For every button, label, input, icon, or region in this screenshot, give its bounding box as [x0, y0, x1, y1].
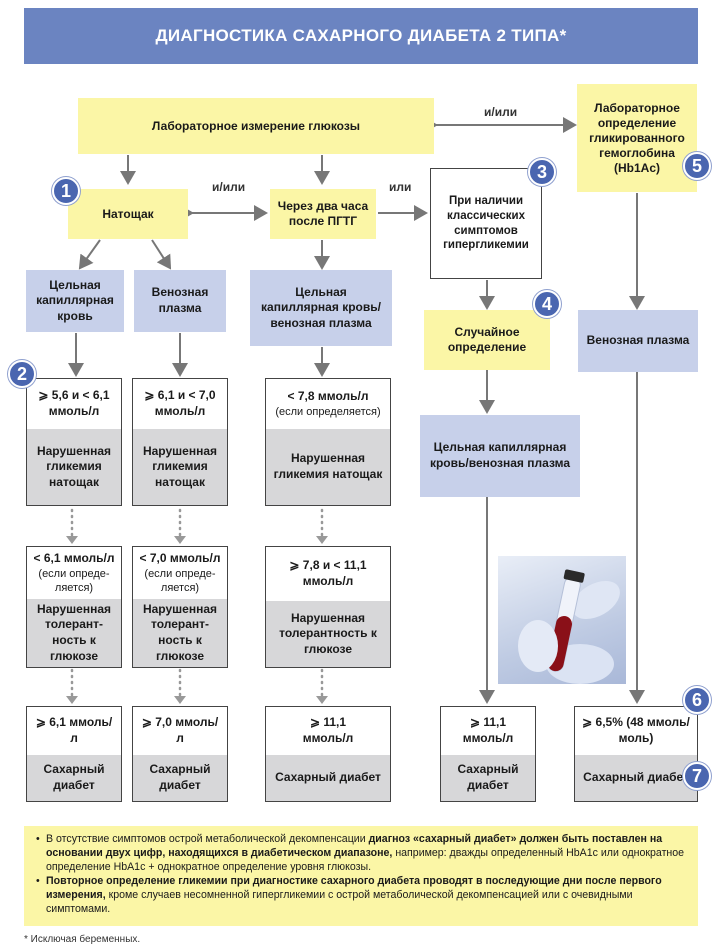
result-card-r5c2: < 7,0 ммоль/л (если опреде- ляется) Нару…	[132, 546, 228, 668]
step-badge-6: 6	[683, 686, 711, 714]
venous-plasma-box: Венозная плазма	[134, 270, 226, 332]
step-badge-4: 4	[533, 290, 561, 318]
result-card-r6c4: ⩾ 11,1 ммоль/л Сахарный диабет	[440, 706, 536, 802]
fasting-box: Натощак	[68, 189, 188, 239]
threshold-value: ⩾ 11,1 ммоль/л	[441, 707, 535, 755]
result-card-r6c1: ⩾ 6,1 ммоль/л Сахарный диабет	[26, 706, 122, 802]
or-connector-mid: и/или	[212, 180, 246, 194]
blood-sample-photo	[498, 556, 626, 684]
test-tube-icon	[518, 569, 620, 684]
page-title: ДИАГНОСТИКА САХАРНОГО ДИАБЕТА 2 ТИПА*	[24, 8, 698, 64]
venous-plasma-right-box: Венозная плазма	[578, 310, 698, 372]
note-2-bold: Повторное определение гликемии при диагн…	[46, 875, 662, 902]
step-badge-3: 3	[528, 158, 556, 186]
result-card-r6c3: ⩾ 11,1 ммоль/л Сахарный диабет	[265, 706, 391, 802]
result-card-r4c3: < 7,8 ммоль/л (если определяется) Наруше…	[265, 378, 391, 506]
random-measure-box: Случайное определение	[424, 310, 550, 370]
diagnosis-label: Сахарный диабет	[27, 755, 121, 801]
diagnosis-label: Сахарный диабет	[266, 755, 390, 801]
step-badge-7: 7	[683, 762, 711, 790]
result-card-r5c1: < 6,1 ммоль/л (если опреде- ляется) Нару…	[26, 546, 122, 668]
note-1-text: В отсутствие симптомов острой метаболиче…	[46, 833, 369, 845]
threshold-note: (если опреде- ляется)	[144, 567, 216, 594]
notes-panel: В отсутствие симптомов острой метаболиче…	[24, 826, 698, 926]
note-1: В отсутствие симптомов острой метаболиче…	[36, 832, 688, 874]
result-label: Нарушенная толерант- ность к глюкозе	[133, 599, 227, 667]
threshold-value: ⩾ 11,1 ммоль/л	[266, 707, 390, 755]
capillary-venous-box: Цельная капиллярная кровь/венозная плазм…	[250, 270, 392, 346]
result-card-r4c1: ⩾ 5,6 и < 6,1 ммоль/л Нарушенная гликеми…	[26, 378, 122, 506]
note-2: Повторное определение гликемии при диагн…	[36, 874, 688, 916]
or-connector-top: и/или	[484, 105, 518, 119]
threshold-value: ⩾ 7,0 ммоль/л	[133, 707, 227, 755]
threshold-value: ⩾ 5,6 и < 6,1 ммоль/л	[27, 379, 121, 429]
step-badge-1: 1	[52, 177, 80, 205]
result-card-r6c2: ⩾ 7,0 ммоль/л Сахарный диабет	[132, 706, 228, 802]
diagnosis-label: Сахарный диабет	[133, 755, 227, 801]
note-2-tail: кроме случаев несомненной гипергликемии …	[46, 889, 633, 916]
result-label: Нарушенная толерант- ность к глюкозе	[27, 599, 121, 667]
result-label: Нарушенная гликемия натощак	[27, 429, 121, 505]
threshold-note: (если определяется)	[275, 405, 381, 418]
threshold-value: ⩾ 6,5% (48 ммоль/моль)	[575, 707, 697, 755]
threshold-note: (если опреде- ляется)	[38, 567, 110, 594]
capillary-venous-right-box: Цельная капиллярная кровь/венозная плазм…	[420, 415, 580, 497]
lab-glucose-box: Лабораторное измерение глюкозы	[78, 98, 434, 154]
result-label: Нарушенная толерантность к глюкозе	[266, 601, 390, 667]
or-connector-right: или	[389, 180, 412, 194]
note-1-tail: например: дважды определенный HbA1c или …	[46, 847, 685, 874]
threshold-block: < 7,0 ммоль/л (если опреде- ляется)	[133, 547, 227, 599]
threshold-value: ⩾ 6,1 ммоль/л	[27, 707, 121, 755]
threshold-value: < 7,0 ммоль/л	[139, 550, 221, 565]
result-card-r5c3: ⩾ 7,8 и < 11,1 ммоль/л Нарушенная толера…	[265, 546, 391, 668]
two-hours-box: Через два часа после ПГТГ	[270, 189, 376, 239]
capillary-blood-box: Цельная капиллярная кровь	[26, 270, 124, 332]
threshold-value: < 6,1 ммоль/л	[33, 550, 115, 565]
threshold-value: < 7,8 ммоль/л	[287, 389, 369, 404]
hb1ac-box: Лабораторное определение гликированного …	[577, 84, 697, 192]
result-card-r6c5: ⩾ 6,5% (48 ммоль/моль) Сахарный диабет	[574, 706, 698, 802]
step-badge-5: 5	[683, 152, 711, 180]
threshold-block: < 7,8 ммоль/л (если определяется)	[266, 379, 390, 429]
note-1-bold: диагноз «сахарный диабет» должен быть по…	[46, 833, 663, 860]
diagnosis-label: Сахарный диабет	[575, 755, 697, 801]
result-label: Нарушенная гликемия натощак	[133, 429, 227, 505]
threshold-value: ⩾ 6,1 и < 7,0 ммоль/л	[133, 379, 227, 429]
step-badge-2: 2	[8, 360, 36, 388]
symptoms-box: При наличии классических симптомов гипер…	[430, 168, 542, 279]
diagnosis-label: Сахарный диабет	[441, 755, 535, 801]
threshold-value: ⩾ 7,8 и < 11,1 ммоль/л	[266, 547, 390, 601]
threshold-block: < 6,1 ммоль/л (если опреде- ляется)	[27, 547, 121, 599]
result-label: Нарушенная гликемия натощак	[266, 429, 390, 505]
result-card-r4c2: ⩾ 6,1 и < 7,0 ммоль/л Нарушенная гликеми…	[132, 378, 228, 506]
footnote: * Исключая беременных.	[24, 934, 141, 945]
